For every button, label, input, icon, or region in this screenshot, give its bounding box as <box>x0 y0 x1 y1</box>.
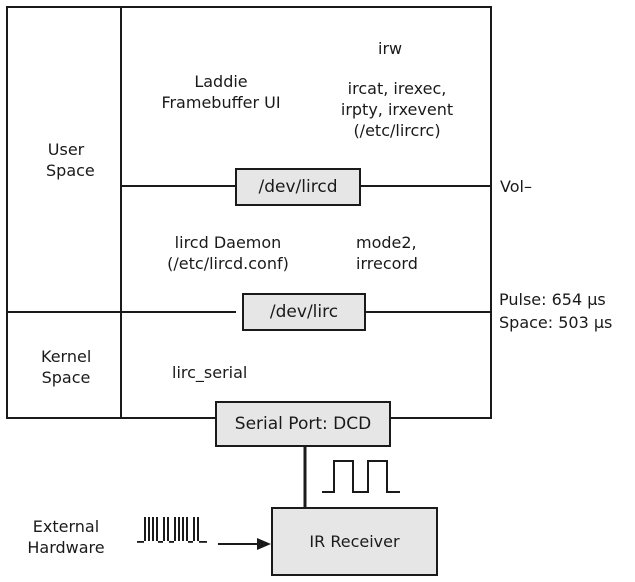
space-label: Space: 503 µs <box>499 313 613 332</box>
mode2-line-1: mode2, <box>356 233 417 252</box>
ir-receiver-box: IR Receiver <box>271 507 438 576</box>
kernel-space-label: Kernel Space <box>41 346 91 388</box>
external-line-1: External <box>32 517 100 536</box>
square-wave-icon <box>322 460 400 493</box>
dev-lircd-box: /dev/lircd <box>235 168 361 206</box>
ir-tools-label: ircat, irexec, irpty, irxevent (/etc/lir… <box>324 78 470 141</box>
lirc-serial-label: lirc_serial <box>172 363 248 382</box>
ir-burst-icon <box>137 517 207 543</box>
lircd-daemon-line-1: lircd Daemon <box>174 233 282 252</box>
user-space-line-1: User <box>47 140 85 159</box>
arrow-head-icon <box>257 538 271 550</box>
laddie-line-1: Laddie <box>194 72 248 91</box>
ir-tools-line-3: (/etc/lircrc) <box>353 121 441 140</box>
laddie-ui-label: Laddie Framebuffer UI <box>136 71 306 113</box>
external-hardware-label: External Hardware <box>26 516 106 558</box>
user-space-label: User Space <box>46 139 95 181</box>
user-space-line-2: Space <box>46 161 95 180</box>
vol-label: Vol– <box>500 177 532 196</box>
mode2-label: mode2, irrecord <box>356 232 418 274</box>
mode2-line-2: irrecord <box>356 254 418 273</box>
irw-label: irw <box>378 39 403 58</box>
laddie-line-2: Framebuffer UI <box>161 93 281 112</box>
external-line-2: Hardware <box>27 538 105 557</box>
ir-tools-line-2: irpty, irxevent <box>340 100 454 119</box>
pulse-label: Pulse: 654 µs <box>499 290 606 309</box>
serial-port-box: Serial Port: DCD <box>215 401 391 447</box>
kernel-space-line-1: Kernel <box>41 347 92 366</box>
ir-tools-line-1: ircat, irexec, <box>347 79 447 98</box>
kernel-space-line-2: Space <box>41 368 91 387</box>
dev-lirc-box: /dev/lirc <box>242 293 366 331</box>
lircd-daemon-label: lircd Daemon (/etc/lircd.conf) <box>138 232 318 274</box>
lircd-daemon-line-2: (/etc/lircd.conf) <box>167 254 289 273</box>
